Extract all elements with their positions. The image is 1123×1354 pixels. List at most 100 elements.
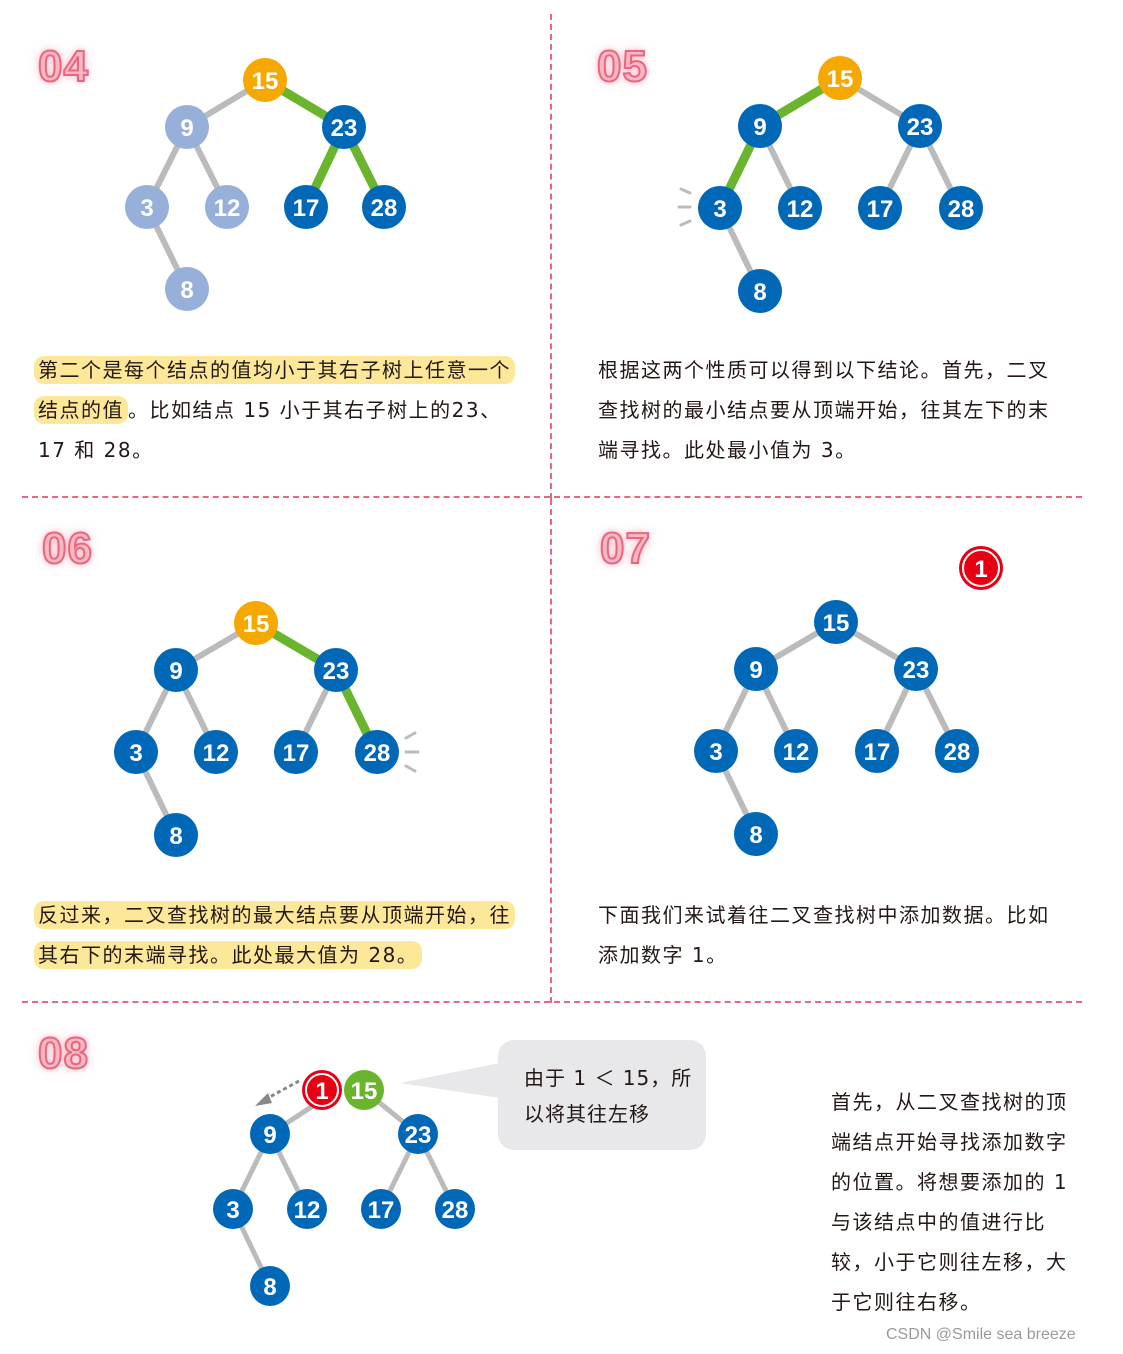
dashed-arrow-left-icon	[255, 1079, 300, 1106]
svg-text:12: 12	[214, 195, 241, 222]
node-9: 9	[250, 1114, 290, 1154]
svg-text:23: 23	[323, 658, 350, 685]
speech-bubble	[498, 1040, 706, 1150]
node-12: 12	[774, 729, 818, 773]
node-12: 12	[194, 730, 238, 774]
panel-05-description: 根据这两个性质可以得到以下结论。首先，二叉查找树的最小结点要从顶端开始，往其左下…	[598, 358, 1050, 462]
node-3: 3	[125, 185, 169, 229]
svg-text:17: 17	[293, 195, 320, 222]
svg-text:23: 23	[907, 114, 934, 141]
node-3: 3	[114, 730, 158, 774]
panel-04-description: 第二个是每个结点的值均小于其右子树上任意一个结点的值。比如结点 15 小于其右子…	[34, 350, 518, 470]
node-8: 8	[154, 813, 198, 857]
node-8: 8	[738, 269, 782, 313]
svg-text:28: 28	[442, 1197, 469, 1224]
svg-text:12: 12	[787, 196, 814, 223]
svg-text:15: 15	[351, 1078, 378, 1105]
node-23: 23	[322, 105, 366, 149]
horizontal-divider-2	[22, 1001, 1082, 1003]
svg-text:3: 3	[140, 195, 153, 222]
vertical-divider-top	[550, 14, 552, 499]
node-28: 28	[355, 730, 399, 774]
node-3: 3	[694, 729, 738, 773]
panel-07-description: 下面我们来试着往二叉查找树中添加数据。比如添加数字 1。	[598, 903, 1050, 967]
svg-text:12: 12	[783, 739, 810, 766]
node-9: 9	[738, 104, 782, 148]
node-12: 12	[778, 186, 822, 230]
node-28: 28	[362, 185, 406, 229]
svg-text:23: 23	[903, 657, 930, 684]
node-17: 17	[284, 185, 328, 229]
svg-text:28: 28	[948, 196, 975, 223]
svg-text:8: 8	[180, 277, 193, 304]
svg-text:9: 9	[263, 1122, 276, 1149]
step-label-06: 06	[41, 523, 93, 574]
svg-text:1: 1	[315, 1078, 328, 1105]
highlighted-text: 反过来，二叉查找树的最大结点要从顶端开始，往其右下的末端寻找。此处最大值为 28…	[34, 901, 515, 969]
svg-text:8: 8	[263, 1274, 276, 1301]
node-23: 23	[894, 647, 938, 691]
svg-text:17: 17	[283, 740, 310, 767]
node-9: 9	[165, 105, 209, 149]
svg-text:8: 8	[749, 822, 762, 849]
svg-text:9: 9	[753, 114, 766, 141]
node-15: 15	[814, 600, 858, 644]
node-9: 9	[734, 647, 778, 691]
svg-text:15: 15	[252, 68, 279, 95]
description-text: 。比如结点 15 小于其右子树上的23、17 和 28。	[38, 398, 502, 462]
node-3: 3	[213, 1189, 253, 1229]
svg-text:17: 17	[368, 1197, 395, 1224]
node-12: 12	[287, 1189, 327, 1229]
node-15: 15	[234, 601, 278, 645]
svg-text:15: 15	[243, 611, 270, 638]
panel-06-description: 反过来，二叉查找树的最大结点要从顶端开始，往其右下的末端寻找。此处最大值为 28…	[34, 895, 518, 975]
node-28: 28	[435, 1189, 475, 1229]
node-12: 12	[205, 185, 249, 229]
svg-text:28: 28	[364, 740, 391, 767]
node-17: 17	[858, 186, 902, 230]
svg-text:1: 1	[974, 556, 987, 583]
node-15: 15	[243, 58, 287, 102]
node-15: 15	[818, 56, 862, 100]
svg-text:17: 17	[867, 196, 894, 223]
step-label-07: 07	[599, 523, 651, 574]
svg-text:9: 9	[180, 115, 193, 142]
highlight-marks-icon	[404, 731, 420, 773]
vertical-divider-middle	[550, 499, 552, 1003]
node-8: 8	[250, 1266, 290, 1306]
svg-text:12: 12	[294, 1197, 321, 1224]
highlight-marks-icon	[677, 187, 692, 227]
svg-text:23: 23	[405, 1122, 432, 1149]
node-28: 28	[935, 729, 979, 773]
speech-bubble-text: 由于 1 ＜ 15，所以将其往左移	[524, 1066, 693, 1126]
svg-text:23: 23	[331, 115, 358, 142]
new-node-1: 1	[959, 546, 1003, 590]
node-3: 3	[698, 186, 742, 230]
svg-text:3: 3	[713, 196, 726, 223]
svg-text:28: 28	[944, 739, 971, 766]
svg-text:28: 28	[371, 195, 398, 222]
node-8: 8	[165, 267, 209, 311]
node-15-current: 15	[344, 1070, 384, 1110]
svg-text:3: 3	[226, 1197, 239, 1224]
svg-text:15: 15	[827, 66, 854, 93]
node-17: 17	[855, 729, 899, 773]
svg-text:9: 9	[749, 657, 762, 684]
svg-text:9: 9	[169, 658, 182, 685]
step-label-05: 05	[596, 41, 648, 92]
step-label-08: 08	[37, 1028, 89, 1079]
horizontal-divider-1	[22, 496, 1082, 498]
svg-text:15: 15	[823, 610, 850, 637]
svg-text:8: 8	[169, 823, 182, 850]
panel-08-description: 首先，从二叉查找树的顶端结点开始寻找添加数字的位置。将想要添加的 1 与该结点中…	[831, 1090, 1069, 1314]
node-23: 23	[898, 104, 942, 148]
node-23: 23	[398, 1114, 438, 1154]
svg-text:3: 3	[709, 739, 722, 766]
svg-text:17: 17	[864, 739, 891, 766]
node-17: 17	[274, 730, 318, 774]
node-23: 23	[314, 648, 358, 692]
new-node-1: 1	[302, 1070, 342, 1110]
svg-text:12: 12	[203, 740, 230, 767]
node-28: 28	[939, 186, 983, 230]
svg-text:3: 3	[129, 740, 142, 767]
